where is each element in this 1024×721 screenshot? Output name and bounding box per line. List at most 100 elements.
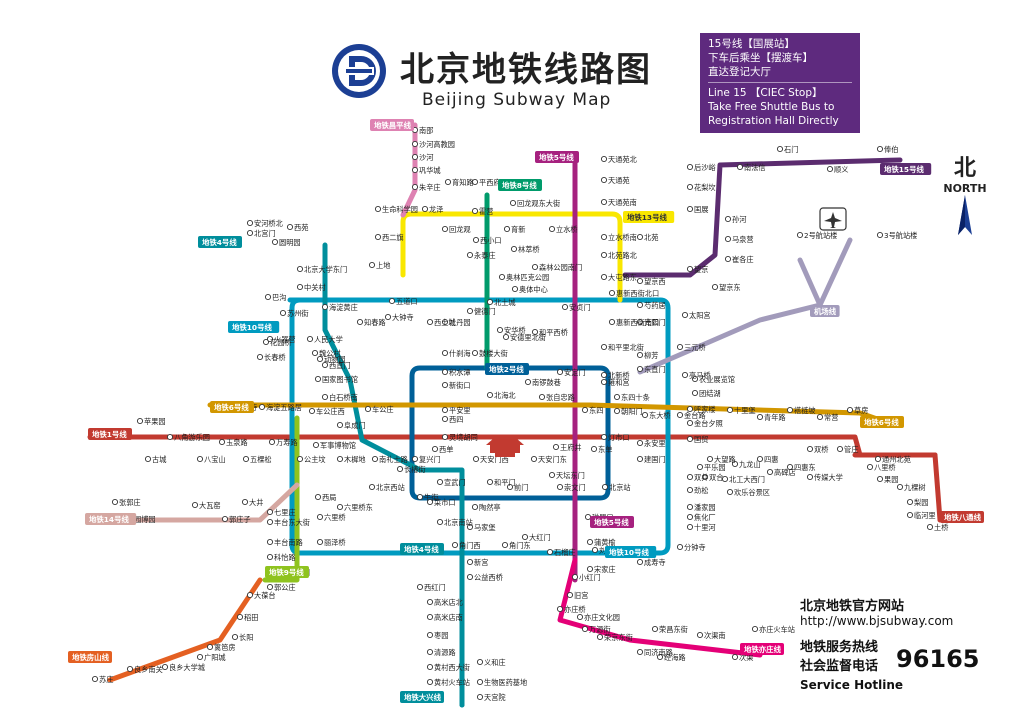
station-label-panjiayuan[interactable]: 潘家园 [694,503,716,512]
station-dot-chegongzhuang[interactable] [364,405,372,413]
station-label-yizhuangwenhuayuan[interactable]: 亦庄文化园 [584,613,620,622]
station-dot-liuliqiaodong[interactable] [336,503,344,511]
station-label-jishuitan[interactable]: 积水潭 [449,368,471,377]
station-label-dongwuyuan[interactable]: 动物园 [324,355,346,364]
station-label-jianguomen[interactable]: 建国门 [644,455,666,464]
station-label-nanlishilu[interactable]: 南礼士路 [379,455,408,464]
station-dot-tuqiao[interactable] [926,523,934,531]
station-dot-hepingmen[interactable] [486,478,494,486]
station-label-beigongmen[interactable]: 北宫门 [254,229,276,238]
station-dot-huilongguan[interactable] [441,225,449,233]
station-dot-anzhenmen[interactable] [561,303,569,311]
station-dot-xihongmen[interactable] [416,583,424,591]
station-label-puhuangyu[interactable]: 蒲黄榆 [594,538,616,547]
station-dot-jianguomen[interactable] [636,455,644,463]
station-label-xizhimen[interactable]: 西直门 [329,361,351,370]
station-label-shilihe[interactable]: 十里河 [694,523,716,532]
station-dot-ciqunan[interactable] [696,631,704,639]
station-label-chuanmeidaxue[interactable]: 传媒大学 [814,473,843,482]
station-dot-huixinxijienankou[interactable] [608,318,616,326]
station-dot-panjiayuan[interactable] [686,503,694,511]
station-dot-anhuaqiao[interactable] [496,326,504,334]
station-dot-fengbo[interactable] [876,145,884,153]
station-label-yuanboyuan[interactable]: 园博园 [134,515,156,524]
station-dot-beigongdanan[interactable] [721,475,729,483]
station-label-dawanglu[interactable]: 大望路 [714,455,736,464]
station-dot-qingnianlu[interactable] [756,413,764,421]
station-label-tiangongyuan[interactable]: 天宫院 [484,693,506,702]
station-label-dabaotai[interactable]: 大葆台 [254,591,276,600]
station-dot-beijingxizhan[interactable] [368,483,376,491]
station-dot-lishuiqiaonan[interactable] [600,233,608,241]
station-dot-shangdi[interactable] [368,261,376,269]
station-label-qingyuanlu[interactable]: 清源路 [434,648,456,657]
station-dot-terminal3[interactable] [876,231,884,239]
station-dot-lingjinghutong[interactable] [441,433,449,441]
station-dot-xinjiekou[interactable] [441,381,449,389]
station-label-haidianhuangzhuang[interactable]: 海淀黄庄 [329,303,358,312]
station-dot-liudaokou[interactable] [388,297,396,305]
station-dot-pinganli[interactable] [441,406,449,414]
station-label-jiulongshan[interactable]: 九龙山 [739,460,761,469]
station-label-wanyuanjie[interactable]: 万源街 [589,625,611,634]
station-dot-huilongguandongdajie[interactable] [509,199,517,207]
station-dot-xierqi[interactable] [374,233,382,241]
station-label-beijingxizhan[interactable]: 北京西站 [376,483,405,492]
station-label-nanshao[interactable]: 南邵 [419,126,433,135]
station-dot-rongjingdongjie[interactable] [596,633,604,641]
station-label-shahegaojiaoyuan[interactable]: 沙河高教园 [419,140,455,149]
station-label-zhangzizhonglu[interactable]: 张自忠路 [546,393,575,402]
station-label-huilongguan[interactable]: 回龙观 [449,225,471,234]
station-label-jintaixizhao2[interactable]: 金台路 [684,411,706,420]
station-label-rongjingdongjie[interactable]: 荣京东街 [604,633,633,642]
station-label-taiyanggong[interactable]: 太阳宫 [689,311,711,320]
station-label-jinghailu[interactable]: 经海路 [664,653,686,662]
station-dot-huoying[interactable] [471,207,479,215]
station-dot-shuangjing[interactable] [686,473,694,481]
station-dot-shunyi[interactable] [826,165,834,173]
station-dot-dongdaqiao[interactable] [641,411,649,419]
station-label-gaomidianbei[interactable]: 高米店北 [434,598,463,607]
station-label-zaoyuan[interactable]: 枣园 [434,631,448,640]
station-dot-chuanmeidaxue[interactable] [806,473,814,481]
station-dot-zhongguancun[interactable] [296,283,304,291]
station-dot-puhuangyu[interactable] [586,538,594,546]
station-label-gucheng[interactable]: 古城 [152,455,166,464]
station-dot-guloudajie[interactable] [471,349,479,357]
station-dot-jiukeshu[interactable] [896,483,904,491]
station-label-babaoshan[interactable]: 八宝山 [204,455,226,464]
station-label-liangxiangnanguan[interactable]: 良乡南关 [134,665,163,674]
station-label-huawei[interactable]: 欢乐谷景区 [734,488,770,497]
station-label-caofang[interactable]: 草房 [854,406,868,415]
station-label-zhongguancun[interactable]: 中关村 [304,283,326,292]
station-dot-dahongmen[interactable] [521,533,529,541]
station-label-liudaokou[interactable]: 五道口 [396,297,418,306]
station-dot-xisi[interactable] [441,415,449,423]
station-label-longze[interactable]: 龙泽 [429,205,443,214]
station-label-xiaohongmen[interactable]: 小红门 [579,573,601,582]
station-dot-jiaohuachang[interactable] [686,513,694,521]
station-dot-zhuxinzhuang[interactable] [411,183,419,191]
station-label-shuangqiao[interactable]: 双桥 [814,445,828,454]
station-label-huixinxijienankou[interactable]: 惠新西街南口 [616,318,659,327]
station-dot-jiaomenxi[interactable] [451,541,459,549]
station-dot-rongchangdongjie[interactable] [651,625,659,633]
station-label-beijingzhan[interactable]: 北京站 [609,483,631,492]
station-label-suzhuang[interactable]: 苏庄 [99,675,113,684]
station-dot-songjiazhuang[interactable] [586,565,594,573]
station-label-shaoyaoju[interactable]: 芍药居 [644,301,666,310]
station-dot-shuangjingdong[interactable] [701,473,709,481]
station-label-gongyixiqiao[interactable]: 公益西桥 [474,573,503,582]
station-dot-weigongcun[interactable] [311,349,319,357]
station-dot-lizeqiao[interactable] [316,538,324,546]
station-label-xiyuan[interactable]: 西苑 [294,223,308,232]
station-label-xuanwumen[interactable]: 宣武门 [444,478,466,487]
station-label-zhangguozhuang[interactable]: 张郭庄 [119,498,141,507]
station-label-huayuanqiao[interactable]: 花园桥 [270,338,292,347]
station-dot-terminal2[interactable] [796,231,804,239]
station-label-shilipu[interactable]: 十里堡 [734,406,756,415]
station-dot-dawanglu[interactable] [706,455,714,463]
station-dot-liangxiangnanguan[interactable] [126,665,134,673]
station-label-gongzhufen[interactable]: 公主坟 [304,455,326,464]
station-dot-nongzhanguan[interactable] [691,375,699,383]
